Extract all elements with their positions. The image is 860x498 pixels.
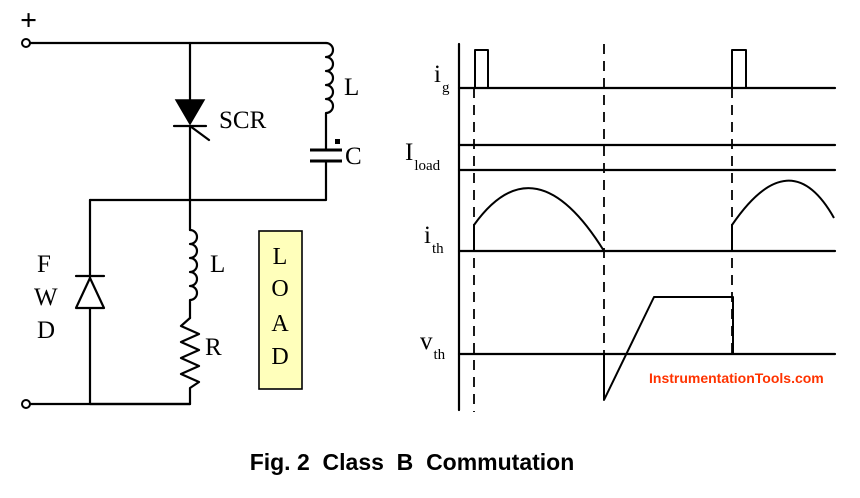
- load-letter-3: A: [271, 311, 289, 337]
- load-letter-1: L: [273, 244, 288, 270]
- ith-waveform-2: [731, 179, 835, 251]
- figure-caption: Fig. 2 Class B Commutation: [250, 449, 575, 475]
- fwd-label-d: D: [37, 317, 55, 344]
- circuit: + SCR L C F W D L R: [20, 4, 362, 409]
- load-letter-2: O: [271, 276, 288, 302]
- fwd-wire: [88, 198, 192, 406]
- positive-terminal: [21, 38, 31, 48]
- load-inductor: [188, 228, 199, 320]
- load-inductor-label: L: [210, 251, 225, 278]
- negative-terminal: [21, 399, 31, 409]
- load-box: [258, 230, 303, 390]
- ig-gate-pulse-2: [731, 49, 747, 88]
- ith-label: ith: [424, 222, 444, 257]
- load-letter-4: D: [271, 344, 288, 370]
- freewheeling-diode: [74, 276, 106, 310]
- capacitor-wire: [88, 159, 328, 202]
- load-resistor: [179, 316, 201, 406]
- fwd-label-w: W: [34, 284, 58, 311]
- ig-label: ig: [434, 61, 450, 96]
- inductor-label: L: [344, 74, 359, 101]
- ig-gate-pulse-1: [474, 49, 489, 88]
- scr-label: SCR: [219, 107, 267, 134]
- plus-terminal-sign: +: [20, 4, 37, 37]
- fwd-label-f: F: [37, 251, 51, 278]
- ith-waveform-1: [473, 187, 605, 252]
- scr-gate: [188, 124, 211, 142]
- vth-label: vth: [420, 328, 446, 363]
- capacitor-polarity-dot: [335, 139, 340, 144]
- watermark: InstrumentationTools.com: [649, 370, 824, 386]
- iload-label: Iload: [405, 139, 441, 174]
- capacitor-label: C: [345, 143, 362, 170]
- waveforms: ig Iload ith vth InstrumentationTools.co…: [405, 42, 837, 412]
- resistor-label: R: [205, 334, 222, 361]
- inductor-l: [324, 41, 335, 152]
- scr-symbol: [174, 99, 206, 126]
